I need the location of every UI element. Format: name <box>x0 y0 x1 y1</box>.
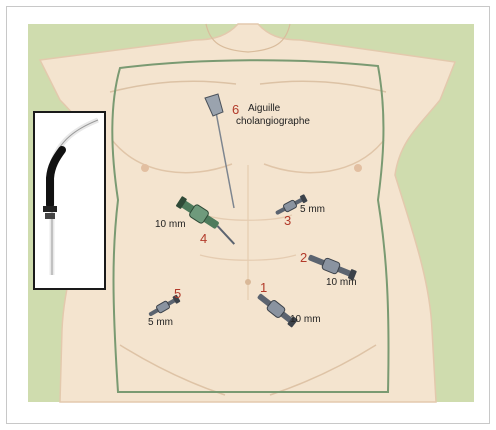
nipple-left <box>141 164 149 172</box>
needle-label-line1: Aiguille <box>248 103 281 114</box>
port-5-size: 5 mm <box>148 317 173 328</box>
port-2-size: 10 mm <box>326 277 357 288</box>
port-1-number: 1 <box>260 280 267 295</box>
catheter-collar-2 <box>45 213 55 219</box>
port-4-size: 10 mm <box>155 219 186 230</box>
needle-number: 6 <box>232 102 239 117</box>
catheter-collar <box>43 206 57 212</box>
port-5-number: 5 <box>174 286 181 301</box>
umbilicus <box>245 279 251 285</box>
port-1-size: 10 mm <box>290 314 321 325</box>
nipple-right <box>354 164 362 172</box>
port-4-number: 4 <box>200 231 207 246</box>
port-3-number: 3 <box>284 213 291 228</box>
port-2-number: 2 <box>300 250 307 265</box>
catheter-inset <box>34 112 105 289</box>
port-3-size: 5 mm <box>300 204 325 215</box>
needle-label-line2: cholangiographe <box>236 116 310 127</box>
